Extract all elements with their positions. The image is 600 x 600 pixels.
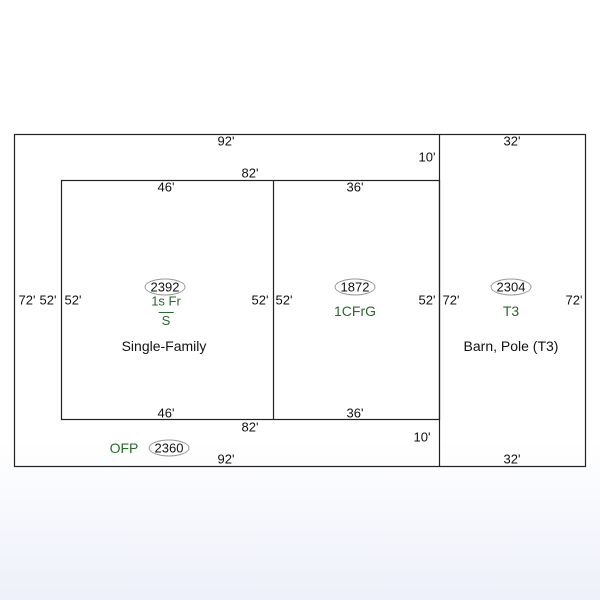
area-label: Barn, Pole (T3) <box>463 338 559 354</box>
dim-label: 46' <box>157 179 175 195</box>
dim-label: 52' <box>275 292 293 308</box>
area-subcode: S <box>158 312 174 328</box>
dim-label: 46' <box>157 405 175 421</box>
area-code: OFP <box>109 440 139 456</box>
area-id-badge: 2360 <box>148 439 190 457</box>
dim-label: 92' <box>217 451 235 467</box>
area-id-badge: 2392 <box>144 278 186 296</box>
dim-label: 72' <box>565 292 583 308</box>
area-code: T3 <box>502 303 520 319</box>
dim-label: 32' <box>503 133 521 149</box>
dim-label: 82' <box>241 419 259 435</box>
area-code: 1s Fr <box>151 293 181 309</box>
dim-label: 32' <box>503 451 521 467</box>
dim-label: 36' <box>346 179 364 195</box>
dim-label: 52' <box>64 292 82 308</box>
dim-label: 52' <box>39 292 57 308</box>
area-label: Single-Family <box>121 338 207 354</box>
dim-label: 82' <box>241 165 259 181</box>
dim-label: 52' <box>418 292 436 308</box>
area-id-badge: 2304 <box>490 278 532 296</box>
dim-label: 52' <box>251 292 269 308</box>
dim-label: 72' <box>18 292 36 308</box>
house-boundary <box>60 179 441 421</box>
dim-label: 72' <box>442 292 460 308</box>
dim-label: 92' <box>217 133 235 149</box>
area-code: 1CFrG <box>334 303 376 319</box>
outer-boundary <box>13 133 587 468</box>
dim-label: 10' <box>413 429 431 445</box>
dim-label: 10' <box>418 149 436 165</box>
area-id-badge: 1872 <box>334 278 376 296</box>
dim-label: 36' <box>346 405 364 421</box>
